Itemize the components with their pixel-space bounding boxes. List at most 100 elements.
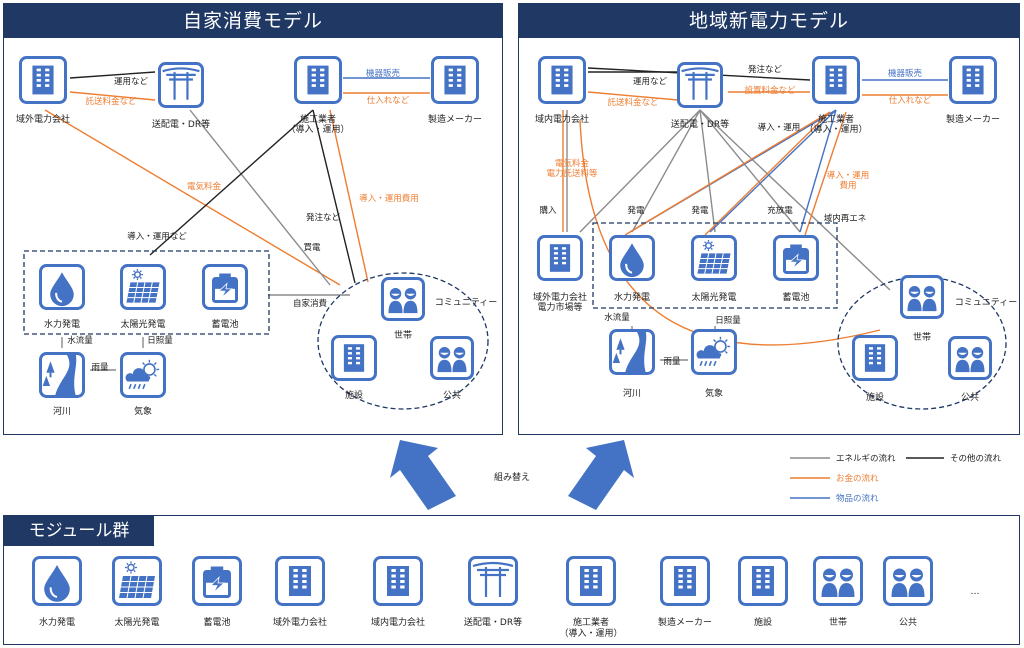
legend-goods-label: 物品の流れ: [836, 493, 879, 504]
node-label: 太陽光発電: [120, 318, 165, 330]
weather-node: [120, 352, 166, 398]
edge-operation: [69, 71, 156, 79]
edge-electricity-fee: [44, 109, 341, 286]
household-node: [381, 277, 425, 321]
utility-pole-icon: [677, 62, 723, 108]
module-item-label: 公共: [899, 617, 917, 628]
building-icon: [852, 335, 898, 381]
legend-money-label: お金の流れ: [836, 473, 879, 484]
building-icon: [537, 235, 583, 281]
river-icon: [39, 352, 85, 398]
community-group: [317, 272, 489, 410]
edge-to-market: [579, 109, 701, 233]
node-label: 水力発電: [44, 318, 80, 330]
edge-install-op-goods: [709, 109, 837, 233]
node-label: 蓄電池: [782, 291, 809, 303]
building-icon: [19, 56, 67, 104]
people-icon: [883, 556, 933, 606]
edge-label: 水流量: [604, 312, 630, 323]
edge-label: 仕入れなど: [889, 95, 932, 106]
node-label: 送配電・DR等: [671, 118, 729, 130]
solar-panel-icon: [691, 235, 737, 281]
node-label: 電力市場等: [537, 301, 582, 313]
solar-node: [691, 235, 737, 281]
community-label: コミュニティー: [955, 297, 1017, 308]
building-icon: [431, 56, 479, 104]
module-item-label: 施工業者: [573, 616, 609, 628]
edge-label: 発注など: [306, 212, 341, 223]
node-label: 域外電力会社: [16, 113, 70, 125]
edge-install-op-goods: [799, 109, 837, 233]
utility-pole-icon: [468, 556, 518, 606]
building-icon: [275, 556, 325, 606]
module-item: [813, 556, 863, 606]
module-item-label: 送配電・DR等: [464, 616, 522, 628]
edge-gen1: [631, 109, 701, 233]
edge-label: 電気料金: [187, 181, 222, 192]
edge-wheeling-fee: [587, 91, 679, 101]
hydro-node: [609, 235, 655, 281]
grid-dr-node: [677, 62, 723, 108]
edge-label: 発注など: [748, 64, 783, 75]
module-item: [373, 556, 423, 606]
installer-node: [294, 56, 342, 104]
people-icon: [900, 275, 944, 319]
self-consumption-model-panel: 自家消費モデル: [3, 3, 503, 435]
edge-label: 運用など: [633, 77, 668, 87]
weather-icon: [120, 352, 166, 398]
edge-label: 費用: [839, 180, 856, 191]
panel-title: 地域新電力モデル: [519, 4, 1019, 38]
edge-order: [312, 109, 356, 284]
module-item-label: 製造メーカー: [658, 616, 712, 628]
node-label: 製造メーカー: [428, 113, 482, 125]
hydro-icon: [32, 556, 82, 606]
node-label: 公共: [443, 390, 461, 401]
edge-install-op-money: [704, 111, 831, 236]
edge-label: 買電: [303, 243, 321, 253]
node-label: 域内電力会社: [535, 113, 589, 125]
hydro-icon: [609, 235, 655, 281]
module-item: [468, 556, 518, 606]
edge-label: 託送料金など: [607, 97, 659, 108]
node-label: 世帯: [913, 331, 931, 343]
local-generation-group: [23, 250, 270, 335]
maker-node: [431, 56, 479, 104]
edge-label: 日照量: [147, 336, 173, 346]
legend-energy-label: エネルギの流れ: [836, 453, 896, 464]
edge-wheeling-fee: [69, 91, 156, 101]
building-icon: [331, 335, 377, 381]
node-label: （導入・運用）: [286, 123, 349, 135]
maker-node: [949, 56, 997, 104]
edge-label: 発電: [691, 206, 709, 216]
edge-label: 導入・運用など: [127, 231, 187, 242]
edge-label: 仕入れなど: [367, 95, 410, 106]
edge-label: 雨量: [91, 363, 109, 373]
building-icon: [373, 556, 423, 606]
edge-label: 充放電: [767, 205, 793, 216]
edge-label: 運用など: [114, 77, 149, 87]
edge-install-cost: [329, 109, 369, 283]
river-icon: [609, 329, 655, 375]
edge-label: 機器販売: [366, 68, 401, 79]
local-generation-group: [592, 222, 838, 309]
module-item: [112, 556, 162, 606]
edge-label: 雨量: [663, 357, 681, 367]
edge-gen2: [699, 109, 716, 233]
edge-install-op-money: [804, 111, 847, 236]
node-label: 送配電・DR等: [152, 118, 210, 130]
edge-label: 水流量: [67, 335, 93, 346]
module-item: [566, 556, 616, 606]
hydro-node: [39, 264, 85, 310]
edge-buy-power: [189, 109, 331, 286]
module-item: [883, 556, 933, 606]
edge-label: 域内再エネ: [824, 213, 867, 224]
edge-label: 電力託送料等: [546, 168, 598, 179]
module-item-label: 水力発電: [39, 616, 75, 628]
regional-power-model-panel: 地域新電力モデル: [518, 3, 1020, 435]
battery-node: [773, 235, 819, 281]
edge-label: 日照量: [715, 316, 741, 326]
outside-power-market-node: [537, 235, 583, 281]
module-item: [275, 556, 325, 606]
people-icon: [813, 556, 863, 606]
edge-label: 託送料金など: [85, 96, 137, 107]
